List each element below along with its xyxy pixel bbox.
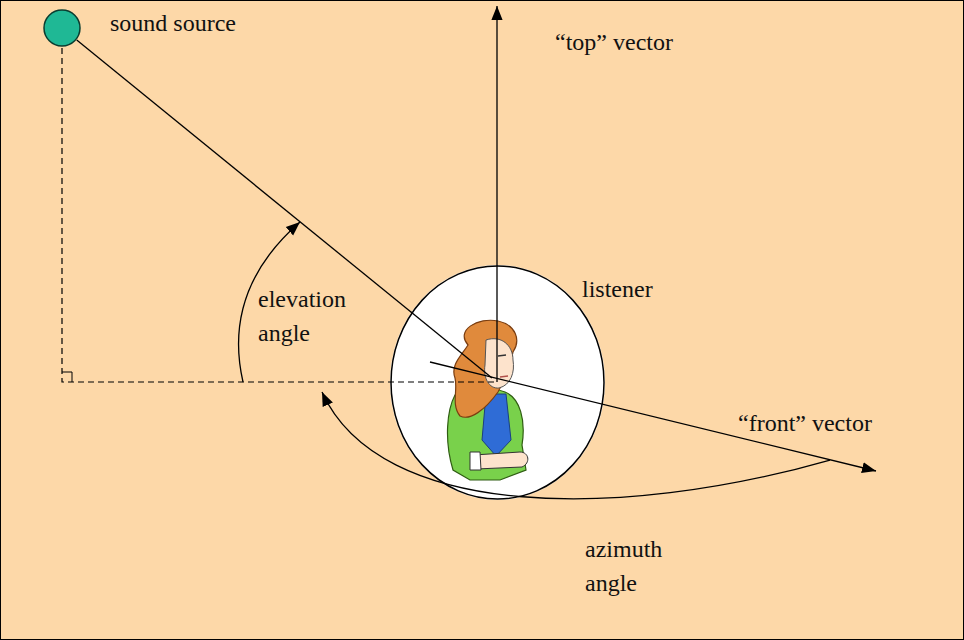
hair — [454, 320, 517, 417]
node-label: sound source — [110, 6, 330, 40]
angle-label: azimuth angle — [585, 532, 685, 600]
hands — [474, 452, 528, 469]
top-vector — [496, 6, 497, 382]
node-label-wrap: listener — [582, 272, 732, 306]
sound-source-circle-outline — [43, 9, 81, 47]
mouth — [500, 376, 508, 377]
label-wrap: “top” vector — [555, 25, 785, 59]
connector-layer — [77, 40, 412, 312]
node-label-wrap: sound source — [110, 6, 330, 40]
listener-ellipse: listener — [390, 265, 605, 500]
sound-source-circle — [44, 10, 80, 46]
sound-source-circle: sound source — [43, 9, 81, 47]
node-label: listener — [582, 272, 732, 306]
source-line — [77, 40, 412, 312]
projection-line — [62, 48, 497, 382]
label-wrap: “front” vector — [738, 406, 948, 440]
listener-ellipse — [391, 266, 604, 499]
listener-ellipse-outline — [390, 265, 605, 500]
vector-label: “front” vector — [738, 406, 948, 440]
listener-figure — [447, 320, 527, 480]
vector-label: “top” vector — [555, 25, 785, 59]
cuff — [470, 452, 481, 470]
label-wrap: azimuth angle — [585, 532, 685, 600]
angle-label: elevation angle — [258, 282, 373, 350]
azimuth-arc — [322, 392, 830, 499]
source-line-inner — [411, 312, 492, 378]
right-angle-mark — [62, 372, 72, 382]
eye — [498, 355, 506, 356]
face — [485, 339, 514, 388]
label-wrap: elevation angle — [258, 282, 373, 350]
